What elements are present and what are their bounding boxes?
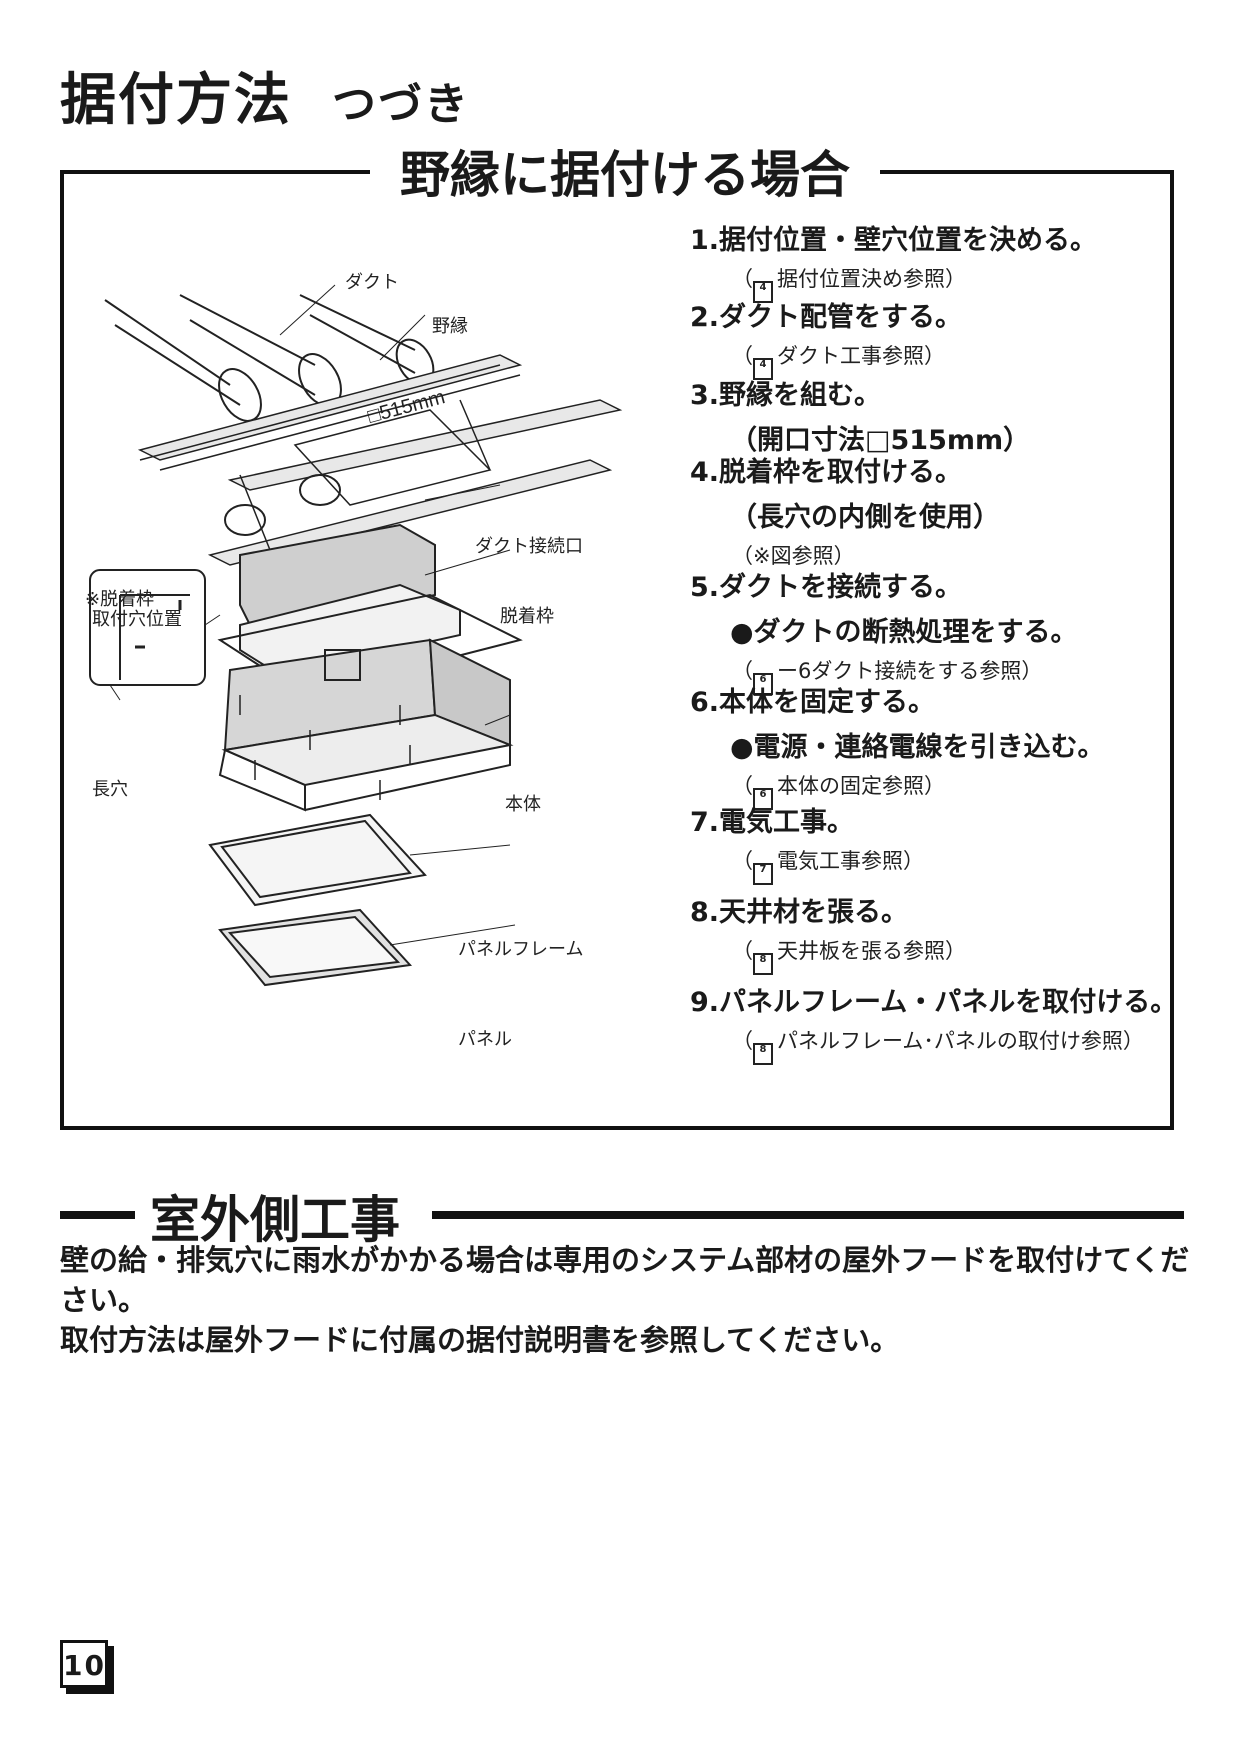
label-body: 本体 [505, 794, 541, 815]
page-number: 10 [60, 1640, 108, 1688]
page-ref-icon: 6 [753, 788, 773, 810]
section-rule-right [432, 1211, 1184, 1219]
page-ref-icon: 4 [753, 281, 773, 303]
label-noen: 野縁 [432, 316, 468, 337]
page-ref-icon: 8 [753, 953, 773, 975]
step-4: 4.脱着枠を取付ける。 （長穴の内側を使用） （※図参照） [690, 457, 1000, 568]
label-panel: パネル [458, 1029, 512, 1050]
step-3: 3.野縁を組む。 （開口寸法□515mm） [690, 380, 1031, 456]
page-ref-icon: 4 [753, 358, 773, 380]
label-removable-frame: 脱着枠 [500, 606, 554, 627]
label-long-hole: 長穴 [92, 779, 128, 800]
page-title-sub: つづき [332, 79, 470, 130]
label-note-line2: 取付穴位置 [92, 609, 182, 630]
label-duct-port: ダクト接続口 [475, 536, 583, 557]
section-rule-left [60, 1211, 135, 1219]
label-duct: ダクト [345, 272, 399, 293]
section-heading-noen: 野縁に据付ける場合 [370, 135, 880, 207]
outdoor-instructions: 壁の給・排気穴に雨水がかかる場合は専用のシステム部材の屋外フードを取付けてくださ… [60, 1240, 1190, 1360]
screws [239, 695, 411, 800]
label-note-line1: ※脱着枠 [85, 589, 155, 610]
panel [218, 908, 413, 987]
page-ref-icon: 7 [753, 863, 773, 885]
page-title: 据付方法つづき [60, 55, 470, 136]
label-panel-frame: パネルフレーム [458, 939, 584, 960]
long-hole-detail-box [89, 569, 206, 686]
main-body [218, 638, 514, 812]
outdoor-text-2: 取付方法は屋外フードに付属の据付説明書を参照してください。 [60, 1323, 900, 1357]
exploded-installation-diagram: □515mm [89, 284, 623, 987]
noen-joists [137, 354, 623, 566]
step-4-ref: （※図参照） [732, 544, 855, 568]
panel-frame [208, 813, 427, 907]
page-ref-icon: 6 [753, 673, 773, 695]
page-title-main: 据付方法 [60, 68, 292, 133]
outdoor-text-1: 壁の給・排気穴に雨水がかかる場合は専用のシステム部材の屋外フードを取付けてくださ… [60, 1243, 1190, 1317]
page-ref-icon: 8 [753, 1043, 773, 1065]
section-heading-outdoor: 室外側工事 [150, 1191, 400, 1249]
